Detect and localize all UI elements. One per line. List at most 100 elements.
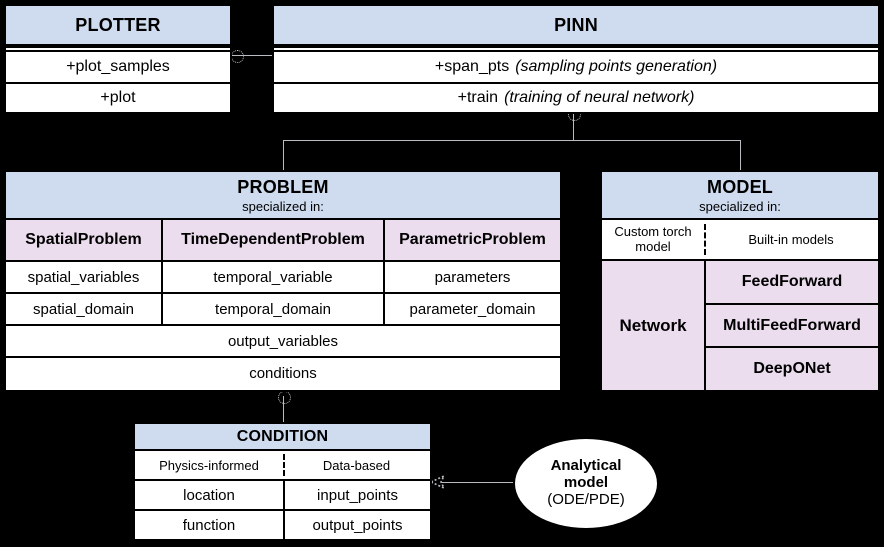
condition-cell: location (135, 481, 283, 509)
pinn-method-label: +train (457, 89, 499, 106)
problem-subclass-parametric[interactable]: ParametricProblem (383, 220, 560, 260)
model-column-divider (704, 224, 706, 255)
condition-column-header-label: Physics-informed (159, 457, 259, 473)
model-column-header-builtin: Built-in models (704, 220, 878, 259)
problem-attribute-row: spatial_domain temporal_domain parameter… (6, 292, 560, 324)
pinn-header: PINN (274, 6, 878, 46)
problem-attribute-label: temporal_domain (215, 300, 331, 318)
problem-attribute-label: spatial_variables (27, 268, 140, 286)
class-box-model[interactable]: MODEL specialized in: Custom torch model… (600, 170, 880, 392)
analytical-line-3: (ODE/PDE) (547, 490, 625, 508)
problem-attribute-label: temporal_variable (213, 268, 333, 286)
problem-attribute-cell: spatial_variables (6, 262, 161, 292)
condition-column-header-data: Data-based (283, 451, 430, 479)
condition-header: CONDITION (135, 424, 430, 451)
model-builtin-deeponet[interactable]: DeepONet (706, 346, 878, 391)
problem-attribute-row: spatial_variables temporal_variable para… (6, 260, 560, 292)
condition-row: function output_points (135, 509, 430, 539)
pinn-method-row: +span_pts (sampling points generation) (274, 50, 878, 82)
arrowhead-icon (430, 474, 446, 490)
condition-cell-label: input_points (317, 486, 398, 504)
connector-pinn-stem (573, 112, 574, 140)
problem-title: PROBLEM (237, 176, 329, 197)
problem-attribute-label: parameters (434, 268, 511, 286)
problem-attribute-label: parameter_domain (409, 300, 536, 318)
problem-shared-row: conditions (6, 356, 560, 388)
plotter-method-label: +plot_samples (66, 58, 170, 75)
model-network-cell[interactable]: Network (602, 261, 704, 390)
class-box-condition[interactable]: CONDITION Physics-informed Data-based lo… (133, 422, 432, 541)
condition-column-divider (283, 454, 285, 476)
pinn-method-note: (training of neural network) (504, 89, 695, 106)
pinn-title: PINN (554, 14, 598, 35)
class-box-problem[interactable]: PROBLEM specialized in: SpatialProblem T… (4, 170, 562, 392)
problem-subclass-spatial[interactable]: SpatialProblem (6, 220, 161, 260)
plotter-header: PLOTTER (6, 6, 230, 46)
condition-cell-label: output_points (312, 516, 403, 534)
model-subtitle: specialized in: (699, 198, 781, 214)
pinn-method-label: +span_pts (434, 58, 510, 75)
problem-attribute-cell: spatial_domain (6, 294, 161, 324)
class-box-pinn[interactable]: PINN +span_pts (sampling points generati… (272, 4, 880, 114)
problem-subclass-label: ParametricProblem (399, 231, 546, 248)
condition-title: CONDITION (236, 427, 329, 445)
problem-subclass-label: SpatialProblem (25, 231, 142, 248)
connector-problem-condition (283, 396, 284, 422)
class-box-plotter[interactable]: PLOTTER +plot_samples +plot (4, 4, 232, 114)
problem-attribute-cell: temporal_domain (161, 294, 383, 324)
problem-attribute-label: spatial_domain (33, 300, 134, 318)
condition-cell: function (135, 511, 283, 539)
model-body: Network FeedForward MultiFeedForward Dee… (602, 259, 878, 391)
problem-shared-label: output_variables (227, 332, 339, 350)
condition-column-header-physics: Physics-informed (135, 451, 283, 479)
problem-attribute-cell: temporal_variable (161, 262, 383, 292)
problem-shared-row: output_variables (6, 324, 560, 356)
analytical-line-2: model (563, 474, 609, 492)
plotter-method-row (6, 46, 230, 50)
connector-drop-problem (283, 140, 284, 170)
problem-subclass-timedependent[interactable]: TimeDependentProblem (161, 220, 383, 260)
pinn-method-note: (sampling points generation) (515, 58, 718, 75)
model-network-label: Network (619, 315, 687, 335)
analytical-model-ellipse[interactable]: Analytical model (ODE/PDE) (513, 437, 659, 530)
plotter-title: PLOTTER (75, 14, 161, 35)
problem-subclass-row: SpatialProblem TimeDependentProblem Para… (6, 220, 560, 260)
model-title: MODEL (707, 176, 773, 197)
problem-header: PROBLEM specialized in: (6, 172, 560, 220)
plotter-method-row: +plot_samples (6, 50, 230, 82)
model-builtin-label: DeepONet (753, 360, 831, 378)
problem-attribute-cell: parameters (383, 262, 560, 292)
problem-attribute-cell: parameter_domain (383, 294, 560, 324)
problem-shared-label: conditions (249, 364, 317, 382)
problem-subclass-label: TimeDependentProblem (181, 231, 365, 248)
condition-cell-label: location (183, 486, 235, 504)
model-column-header-label: Built-in models (748, 232, 834, 247)
condition-cell: output_points (283, 511, 430, 539)
condition-cell-label: function (182, 516, 236, 534)
model-builtin-feedforward[interactable]: FeedForward (706, 261, 878, 303)
plotter-method-label: +plot (100, 89, 136, 106)
analytical-line-1: Analytical (550, 457, 622, 475)
model-column-header-custom: Custom torch model (602, 220, 704, 259)
connector-analytical-condition (441, 482, 517, 483)
connector-fork-bar (283, 140, 741, 141)
connector-plotter-pinn (232, 55, 272, 56)
model-builtin-list: FeedForward MultiFeedForward DeepONet (704, 261, 878, 391)
pinn-method-row: +train (training of neural network) (274, 82, 878, 112)
model-column-header-label: Custom torch model (614, 223, 692, 254)
connector-endpoint-condition (278, 391, 291, 404)
plotter-method-row: +plot (6, 82, 230, 112)
model-builtin-multifeedforward[interactable]: MultiFeedForward (706, 302, 878, 347)
condition-column-header-label: Data-based (322, 457, 391, 473)
model-builtin-label: FeedForward (741, 272, 843, 290)
condition-column-header-row: Physics-informed Data-based (135, 451, 430, 479)
model-header: MODEL specialized in: (602, 172, 878, 220)
problem-subtitle: specialized in: (242, 198, 324, 214)
model-builtin-label: MultiFeedForward (723, 316, 861, 334)
pinn-spacer-row (274, 46, 878, 50)
model-column-header-row: Custom torch model Built-in models (602, 220, 878, 259)
condition-cell: input_points (283, 481, 430, 509)
connector-endpoint-plotter (231, 50, 244, 63)
condition-row: location input_points (135, 479, 430, 509)
